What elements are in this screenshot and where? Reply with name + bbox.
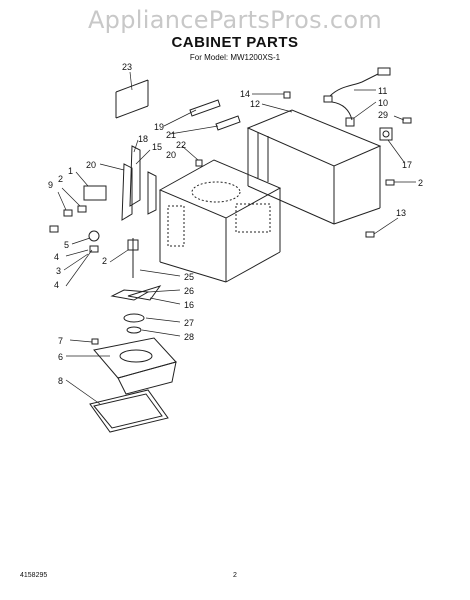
callout-label: 28	[184, 332, 194, 342]
callout-label: 15	[152, 142, 162, 152]
terminal-block	[379, 127, 393, 141]
callout-label: 1	[68, 166, 73, 176]
page-number: 2	[233, 572, 237, 579]
callout-label: 2	[418, 178, 423, 188]
callout-label: 26	[184, 286, 194, 296]
callout-label: 16	[184, 300, 194, 310]
switch-plates	[189, 99, 241, 131]
callout-label: 22	[176, 140, 186, 150]
callout-label: 2	[102, 256, 107, 266]
screws	[91, 91, 412, 345]
callout-label: 4	[54, 252, 59, 262]
callout-label: 5	[64, 240, 69, 250]
watermark: AppliancePartsPros.com	[87, 6, 383, 34]
filter-tray	[89, 389, 169, 433]
callout-label: 27	[184, 318, 194, 328]
callout-label: 8	[58, 376, 63, 386]
callout-labels: 23 19 21 22 18 15 20 1 20 9 2 5 4 3 4 2 …	[48, 62, 423, 386]
callout-label: 13	[396, 208, 406, 218]
stirrer-assembly	[110, 238, 162, 334]
callout-label: 3	[56, 266, 61, 276]
document-number: 4158295	[20, 572, 48, 579]
cabinet-wrapper	[246, 109, 382, 225]
page-title: CABINET PARTS	[171, 34, 299, 51]
callout-label: 12	[250, 99, 260, 109]
callout-label: 2	[58, 174, 63, 184]
callout-label: 11	[378, 86, 387, 96]
bottom-plate	[93, 337, 177, 395]
callout-label: 6	[58, 352, 63, 362]
callout-label: 23	[122, 62, 132, 72]
leader-lines	[57, 71, 416, 405]
callout-label: 18	[138, 134, 148, 144]
latch-assembly	[49, 79, 157, 253]
callout-label: 25	[184, 272, 194, 282]
callout-label: 9	[48, 180, 53, 190]
callout-label: 10	[378, 98, 388, 108]
callout-label: 20	[86, 160, 96, 170]
callout-label: 29	[378, 110, 388, 120]
callout-label: 7	[58, 336, 63, 346]
callout-label: 17	[402, 160, 412, 170]
oven-cavity	[158, 159, 282, 283]
callout-label: 4	[54, 280, 59, 290]
callout-label: 19	[154, 122, 164, 132]
wire-harness	[323, 67, 391, 127]
callout-label: 21	[166, 130, 176, 140]
callout-label: 14	[240, 89, 250, 99]
model-subtitle: For Model: MW1200XS-1	[189, 53, 281, 62]
callout-label: 20	[166, 150, 176, 160]
